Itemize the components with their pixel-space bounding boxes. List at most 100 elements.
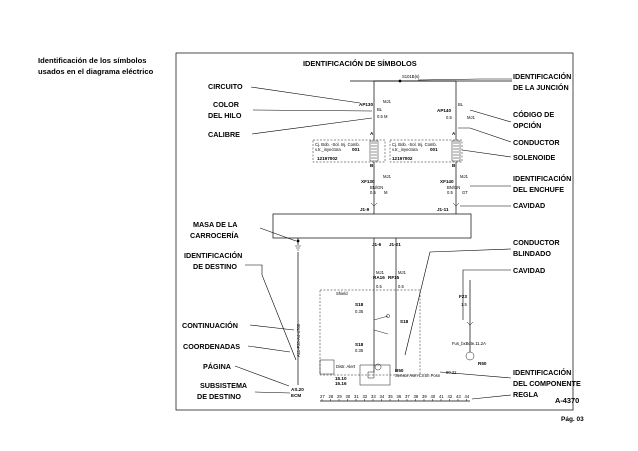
- label-color-2: DEL HILO: [208, 111, 242, 120]
- page-number: Pág. 03: [561, 416, 584, 423]
- svg-text:A11-F20-A4-4708: A11-F20-A4-4708: [296, 323, 301, 357]
- svg-text:Distr. Alert: Distr. Alert: [336, 364, 356, 369]
- leader-circuito: [250, 86, 361, 104]
- svg-text:0.35: 0.35: [355, 309, 364, 314]
- leader-conductor: [458, 127, 512, 143]
- svg-text:XF140: XF140: [440, 179, 454, 184]
- svg-text:0.5: 0.5: [376, 284, 382, 289]
- wire-ap130-label: AP130: [359, 102, 373, 107]
- svg-text:Sensor Asm Cr/Sh Posn: Sensor Asm Cr/Sh Posn: [395, 373, 441, 378]
- label-enchufe-2: DEL ENCHUFE: [513, 185, 564, 194]
- svg-text:Cj. Bob. -Sol. Inj. Comb.: Cj. Bob. -Sol. Inj. Comb.: [392, 142, 437, 147]
- svg-text:001: 001: [352, 147, 360, 152]
- svg-text:M: M: [384, 114, 388, 119]
- svg-text:XF130: XF130: [361, 179, 375, 184]
- svg-text:BL: BL: [377, 107, 383, 112]
- label-ident-dest-1: IDENTIFICACIÓN: [184, 251, 242, 260]
- svg-text:MJ1: MJ1: [460, 174, 469, 179]
- label-blindado-1: CONDUCTOR: [513, 238, 560, 247]
- svg-text:1.5: 1.5: [461, 302, 467, 307]
- connector-block: [272, 213, 472, 239]
- solenoid-right-coil: [451, 140, 461, 162]
- label-pagina: PÁGINA: [203, 362, 231, 371]
- ruler-label: 35: [388, 394, 393, 399]
- svg-text:R50: R50: [478, 361, 487, 366]
- ruler-label: 28: [329, 394, 334, 399]
- leader-subsistema: [254, 391, 291, 394]
- svg-text:Cj. Bob. -Sol. Inj. Comb.: Cj. Bob. -Sol. Inj. Comb.: [315, 142, 360, 147]
- svg-text:0.5: 0.5: [398, 284, 404, 289]
- label-continuacion: CONTINUACIÓN: [182, 321, 238, 330]
- ruler-label: 42: [448, 394, 453, 399]
- svg-text:MJ1: MJ1: [376, 270, 385, 275]
- svg-text:0.5: 0.5: [447, 190, 453, 195]
- leader-pagina: [234, 365, 290, 387]
- svg-text:BN/GN: BN/GN: [370, 185, 383, 190]
- leader-junction: [417, 78, 512, 81]
- leader-cavidad-2: [462, 269, 511, 320]
- label-codigo-2: OPCIÓN: [513, 121, 541, 130]
- leader-ident-dest: [245, 264, 297, 361]
- leader-componente: [439, 371, 512, 379]
- svg-text:GT: GT: [462, 190, 468, 195]
- distr-alert-box: [319, 359, 335, 375]
- label-calibre: CALIBRE: [208, 130, 240, 139]
- svg-text:B: B: [370, 163, 374, 168]
- svg-text:AS.20: AS.20: [291, 387, 304, 392]
- label-circuito: CIRCUITO: [208, 82, 243, 91]
- label-junc-2: DE LA JUNCIÓN: [513, 83, 569, 92]
- leader-calibre: [251, 117, 373, 135]
- svg-text:001: 001: [430, 147, 438, 152]
- label-codigo-1: CÓDIGO DE: [513, 110, 554, 119]
- svg-text:0.5: 0.5: [446, 115, 452, 120]
- leader-regla: [471, 394, 512, 400]
- leader-coordenadas: [247, 345, 291, 353]
- cavity-j1-11: J1-11: [437, 207, 449, 212]
- label-subsistema-1: SUBSISTEMA: [200, 381, 247, 390]
- svg-text:15.10: 15.10: [335, 376, 347, 381]
- svg-text:B50: B50: [395, 368, 404, 373]
- ruler-label: 30: [346, 394, 351, 399]
- svg-text:BN/GN: BN/GN: [447, 185, 460, 190]
- label-coordenadas: COORDENADAS: [183, 342, 240, 351]
- svg-text:J1-6: J1-6: [372, 242, 382, 247]
- label-cavidad-1: CAVIDAD: [513, 201, 545, 210]
- svg-text:12197002: 12197002: [317, 156, 338, 161]
- leader-solenoide: [461, 149, 512, 158]
- svg-text:M: M: [384, 190, 388, 195]
- svg-text:S18: S18: [355, 302, 364, 307]
- label-color-1: COLOR: [213, 100, 240, 109]
- leader-blindado: [404, 248, 512, 356]
- label-enchufe-1: IDENTIFICACIÓN: [513, 174, 571, 183]
- ruler-label: 32: [363, 394, 368, 399]
- svg-text:12197002: 12197002: [392, 156, 413, 161]
- svg-text:S18: S18: [355, 342, 364, 347]
- splice-label: S101B(s): [402, 74, 420, 79]
- ruler-label: 38: [414, 394, 419, 399]
- svg-text:v.tr._inyectora: v.tr._inyectora: [392, 147, 418, 152]
- diagram-caption: Identificación de los símbolos usados en…: [38, 56, 154, 76]
- leader-codigo: [469, 109, 512, 123]
- cavity-j1-9: J1-9: [360, 207, 370, 212]
- svg-text:Shield: Shield: [336, 291, 348, 296]
- label-junc-1: IDENTIFICACIÓN: [513, 72, 571, 81]
- wire-ap140-label: AP140: [437, 108, 451, 113]
- svg-text:80.22: 80.22: [446, 370, 457, 375]
- svg-text:v.tr._inyectora: v.tr._inyectora: [315, 147, 341, 152]
- sensor-icon: [367, 363, 382, 379]
- svg-text:S18: S18: [400, 319, 409, 324]
- ruler-label: 41: [439, 394, 444, 399]
- svg-text:B: B: [452, 163, 456, 168]
- label-masa-1: MASA DE LA: [193, 220, 237, 229]
- label-subsistema-2: DE DESTINO: [197, 392, 241, 401]
- chassis-ground-icon: [295, 245, 301, 251]
- ruler-label: 44: [465, 394, 470, 399]
- ruler-label: 29: [337, 394, 342, 399]
- svg-text:MJ1: MJ1: [383, 99, 392, 104]
- svg-text:A: A: [452, 131, 456, 136]
- diagram-frame: [175, 52, 574, 411]
- diagram-title: IDENTIFICACIÓN DE SÍMBOLOS: [303, 59, 417, 68]
- svg-text:Fus_bxBcte.11.2A: Fus_bxBcte.11.2A: [452, 341, 486, 346]
